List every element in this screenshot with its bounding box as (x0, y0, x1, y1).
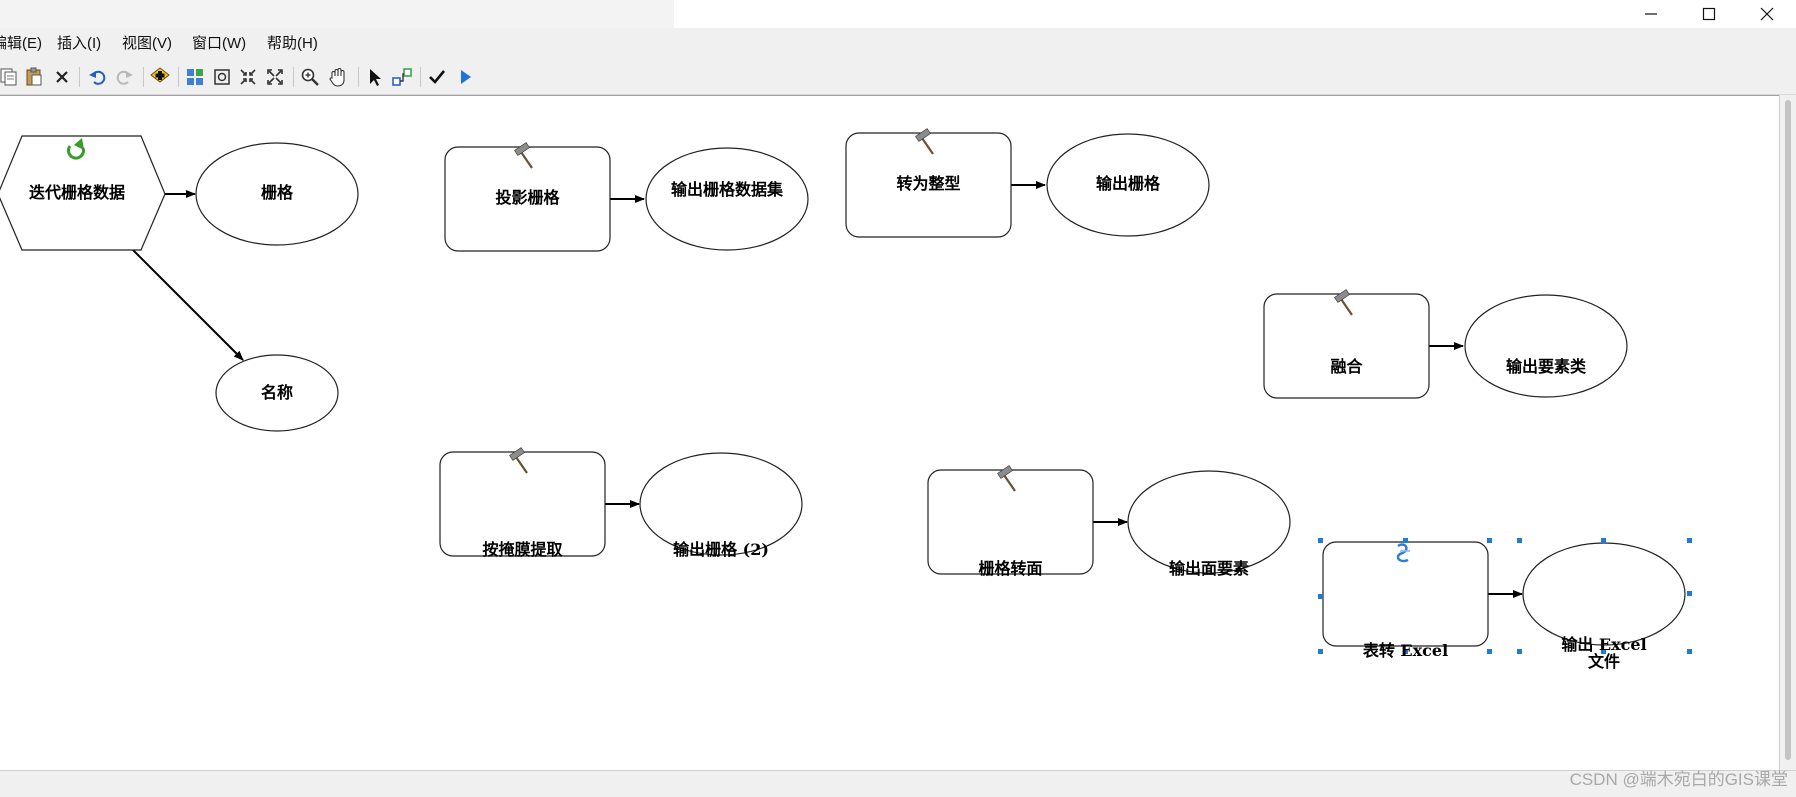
python-script-icon (1396, 543, 1410, 563)
minimize-icon (1645, 13, 1657, 15)
output-raster-int-label: 输出栅格 (1095, 174, 1160, 193)
output-name-node[interactable] (215, 354, 339, 432)
selection-handles[interactable] (1318, 538, 1692, 654)
model-canvas[interactable] (0, 95, 1779, 770)
hammer-icon (509, 447, 528, 474)
connect-button[interactable] (390, 65, 414, 89)
auto-layout-icon (187, 69, 203, 85)
toolbar-separator (293, 67, 294, 87)
menu-view[interactable]: 视图(V) (122, 35, 172, 52)
run-button[interactable] (453, 65, 477, 89)
iterate-icon (66, 138, 85, 160)
tool-dissolve[interactable] (1263, 293, 1430, 399)
add-data-button[interactable] (148, 65, 172, 89)
auto-layout-button[interactable] (183, 65, 207, 89)
output-raster-dataset-node[interactable] (645, 147, 809, 251)
output-raster-dataset-label: 输出栅格数据集 (670, 180, 783, 199)
status-bar (0, 770, 1796, 797)
paste-button[interactable] (22, 65, 46, 89)
undo-button[interactable] (85, 65, 109, 89)
delete-button[interactable] (50, 65, 74, 89)
fixed-zoom-out-button[interactable] (263, 65, 287, 89)
tool-raster-to-polygon-label: 栅格转面 (978, 559, 1043, 578)
paste-icon (26, 67, 42, 86)
tool-dissolve-label: 融合 (1330, 357, 1363, 376)
toolbar-separator (143, 67, 144, 87)
pan-icon (329, 68, 345, 87)
redo-button[interactable] (113, 65, 137, 89)
titlebar-shade (0, 0, 674, 28)
fixed-zoom-out-icon (267, 69, 283, 85)
vertical-scrollbar-thumb[interactable] (1785, 100, 1791, 760)
output-raster-node[interactable] (195, 142, 359, 246)
toolbar-separator (79, 67, 80, 87)
toolbar-separator (358, 67, 359, 87)
maximize-button[interactable] (1680, 0, 1738, 28)
select-button[interactable] (363, 65, 387, 89)
menu-edit[interactable]: 编辑(E) (0, 35, 42, 52)
toolbar-separator (420, 67, 421, 87)
select-icon (370, 69, 381, 86)
toolbar-separator (178, 67, 179, 87)
hammer-icon (915, 128, 934, 155)
model-diagram (0, 128, 1692, 654)
output-polygon-node[interactable] (1127, 470, 1291, 574)
fixed-zoom-in-icon (240, 69, 256, 85)
copy-button[interactable] (0, 65, 21, 89)
output-feature-class-node[interactable] (1464, 294, 1628, 398)
menubar: 编辑(E) 插入(I) 视图(V) 窗口(W) 帮助(H) (0, 28, 1796, 60)
validate-icon (429, 70, 446, 84)
connect-icon (392, 68, 412, 86)
tool-int-label: 转为整型 (896, 174, 961, 193)
full-extent-button[interactable] (210, 65, 234, 89)
redo-icon (116, 70, 133, 85)
maximize-icon (1702, 7, 1716, 21)
minimize-button[interactable] (1622, 0, 1680, 28)
iterator-node[interactable] (0, 135, 166, 251)
tool-project-raster-label: 投影栅格 (495, 188, 560, 207)
copy-icon (0, 68, 17, 86)
window-titlebar (0, 0, 1796, 28)
watermark: CSDN @端木宛白的GIS课堂 (1569, 770, 1788, 789)
output-name-label: 名称 (260, 383, 293, 402)
iterator-label: 迭代栅格数据 (28, 183, 125, 202)
menu-help[interactable]: 帮助(H) (267, 35, 318, 52)
validate-button[interactable] (425, 65, 449, 89)
delete-icon (56, 71, 68, 83)
output-raster-2-label: 输出栅格 (2) (673, 540, 769, 559)
output-raster-2-node[interactable] (639, 452, 803, 556)
zoom-in-icon (301, 68, 319, 86)
add-data-icon (150, 67, 170, 83)
output-polygon-label: 输出面要素 (1168, 559, 1249, 578)
output-raster-int-node[interactable] (1046, 133, 1210, 237)
full-extent-icon (214, 69, 230, 85)
close-icon (1760, 7, 1774, 21)
zoom-in-button[interactable] (298, 65, 322, 89)
toolbar (0, 60, 1796, 95)
tool-extract-by-mask-label: 按掩膜提取 (482, 540, 563, 559)
hammer-icon (997, 465, 1016, 492)
run-icon (461, 70, 471, 84)
menu-window[interactable]: 窗口(W) (192, 35, 247, 52)
hammer-icon (514, 142, 533, 169)
tool-table-to-excel-label: 表转 Excel (1362, 641, 1449, 660)
pan-button[interactable] (326, 65, 350, 89)
menu-insert[interactable]: 插入(I) (57, 35, 102, 52)
hammer-icon (1334, 289, 1353, 316)
connector-iterator-name[interactable] (125, 242, 244, 361)
output-excel-label: 输出 Excel 文件 (1561, 635, 1647, 671)
output-excel-node[interactable] (1522, 542, 1686, 646)
close-button[interactable] (1738, 0, 1796, 28)
undo-icon (89, 70, 106, 85)
output-feature-class-label: 输出要素类 (1505, 357, 1586, 376)
output-raster-label: 栅格 (260, 183, 293, 202)
tool-table-to-excel[interactable] (1322, 541, 1489, 647)
fixed-zoom-in-button[interactable] (236, 65, 260, 89)
